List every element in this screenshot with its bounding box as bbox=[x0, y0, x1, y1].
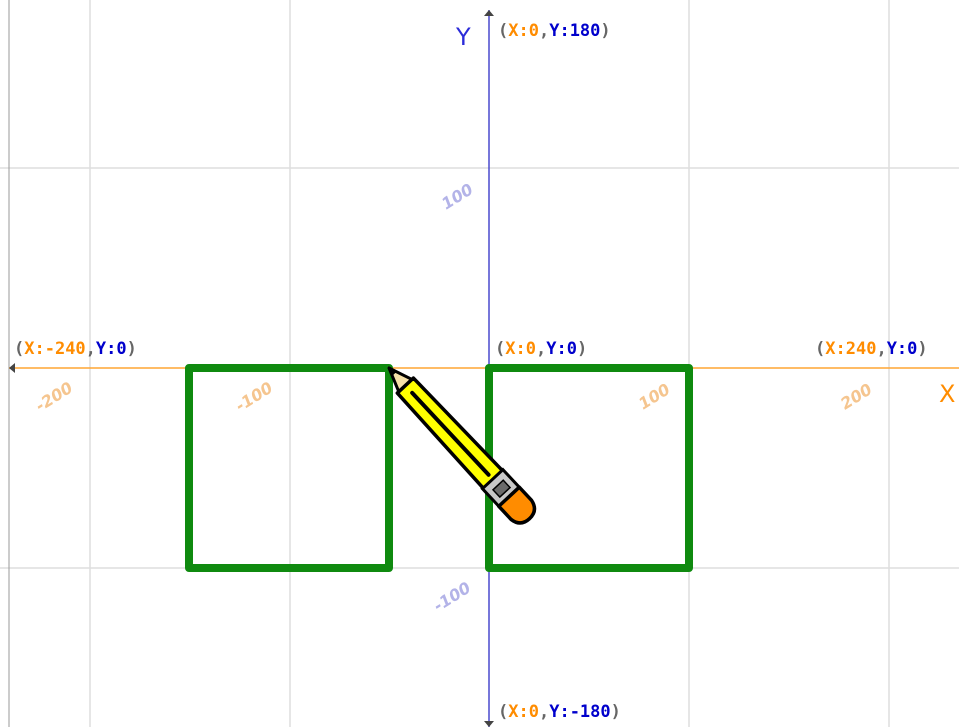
x-tick-label: -100 bbox=[232, 378, 276, 415]
coord-label-left: (X:-240,Y:0) bbox=[14, 339, 137, 359]
x-tick-label: 100 bbox=[635, 380, 673, 414]
x-axis-name: X bbox=[939, 380, 955, 408]
y-axis-arrow-bottom bbox=[484, 721, 494, 727]
x-axis-arrow bbox=[9, 363, 15, 373]
coord-y-part: Y:0 bbox=[96, 339, 127, 359]
x-tick-label: 200 bbox=[837, 380, 875, 414]
coord-label-top: (X:0,Y:180) bbox=[498, 21, 611, 41]
y-tick-label: -100 bbox=[430, 578, 474, 615]
coord-label-right: (X:240,Y:0) bbox=[815, 339, 928, 359]
y-axis-name: Y bbox=[455, 23, 471, 51]
coord-x-part: X:-240 bbox=[24, 339, 85, 359]
left-square bbox=[189, 368, 389, 568]
coord-y-part: Y:180 bbox=[549, 21, 600, 41]
y-axis-arrow-top bbox=[484, 10, 494, 16]
coord-x-part: X:0 bbox=[505, 339, 536, 359]
coord-x-part: X:0 bbox=[508, 702, 539, 722]
pencil-icon[interactable] bbox=[379, 358, 540, 528]
coord-y-part: Y:-180 bbox=[549, 702, 610, 722]
coord-label-center: (X:0,Y:0) bbox=[495, 339, 587, 359]
coord-y-part: Y:0 bbox=[887, 339, 918, 359]
pencil-body-stripe bbox=[412, 393, 488, 475]
coord-label-bottom: (X:0,Y:-180) bbox=[498, 702, 621, 722]
coord-x-part: X:240 bbox=[825, 339, 876, 359]
coord-x-part: X:0 bbox=[508, 21, 539, 41]
coord-y-part: Y:0 bbox=[546, 339, 577, 359]
y-tick-label: 100 bbox=[438, 180, 476, 214]
x-tick-label: -200 bbox=[32, 378, 76, 415]
